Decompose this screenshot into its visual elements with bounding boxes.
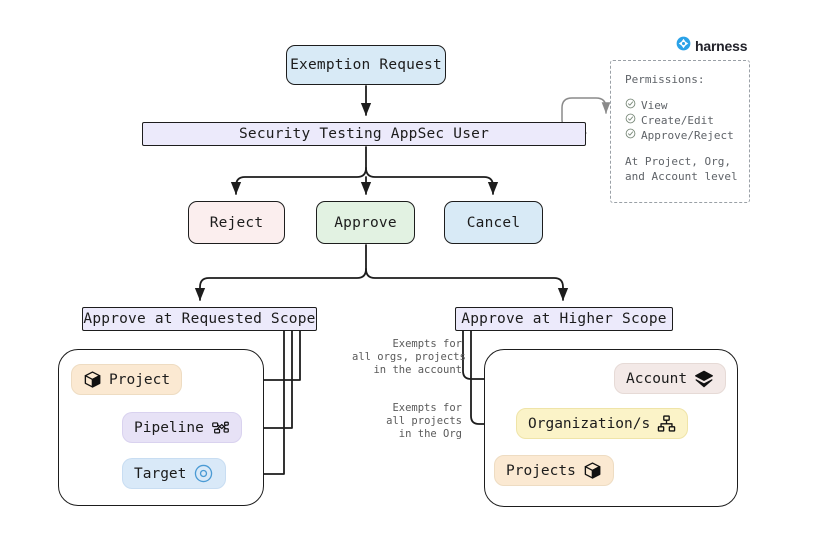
check-circle-icon: [625, 113, 636, 128]
permission-item-create-edit: Create/Edit: [625, 113, 749, 128]
harness-logo-icon: [676, 36, 691, 55]
approve-button[interactable]: Approve: [316, 201, 415, 244]
harness-brand: harness: [676, 36, 748, 55]
exemption-request-node[interactable]: Exemption Request: [286, 45, 446, 85]
account-exempt-annotation: Exempts for all orgs, projects in the ac…: [352, 338, 466, 376]
permission-item-approve-reject: Approve/Reject: [625, 128, 749, 143]
approve-higher-scope-node[interactable]: Approve at Higher Scope: [455, 307, 673, 331]
organization-label: Organization/s: [528, 415, 651, 432]
account-label: Account: [626, 370, 688, 387]
permissions-footer: At Project, Org, and Account level: [625, 155, 738, 183]
harness-wordmark: harness: [695, 37, 748, 54]
org-exempt-annotation: Exempts for all projects in the Org: [386, 402, 462, 440]
pipeline-label: Pipeline: [134, 419, 204, 436]
target-label: Target: [134, 465, 187, 482]
target-chip[interactable]: Target: [122, 458, 227, 489]
projects-chip[interactable]: Projects: [494, 455, 614, 486]
target-icon: [193, 463, 214, 484]
reject-button[interactable]: Reject: [188, 201, 285, 244]
cube-icon: [583, 461, 602, 480]
cube-icon: [83, 370, 102, 389]
cancel-button[interactable]: Cancel: [444, 201, 543, 244]
permissions-panel: Permissions: View Create/Edit: [610, 60, 750, 203]
permission-item-view: View: [625, 98, 749, 113]
sitemap-icon: [657, 414, 676, 433]
permissions-title: Permissions:: [625, 73, 705, 86]
organization-chip[interactable]: Organization/s: [516, 408, 689, 439]
check-circle-icon: [625, 98, 636, 113]
account-chip[interactable]: Account: [614, 363, 727, 394]
layers-icon: [694, 369, 714, 389]
permission-label: Approve/Reject: [641, 129, 734, 142]
pipeline-icon: [211, 418, 230, 437]
approve-requested-scope-node[interactable]: Approve at Requested Scope: [82, 307, 317, 331]
permission-label: View: [641, 99, 668, 112]
projects-label: Projects: [506, 462, 576, 479]
appsec-user-node[interactable]: Security Testing AppSec User: [142, 122, 586, 146]
permission-label: Create/Edit: [641, 114, 714, 127]
check-circle-icon: [625, 128, 636, 143]
pipeline-chip[interactable]: Pipeline: [122, 412, 242, 443]
project-chip[interactable]: Project: [71, 364, 183, 395]
project-label: Project: [109, 371, 171, 388]
